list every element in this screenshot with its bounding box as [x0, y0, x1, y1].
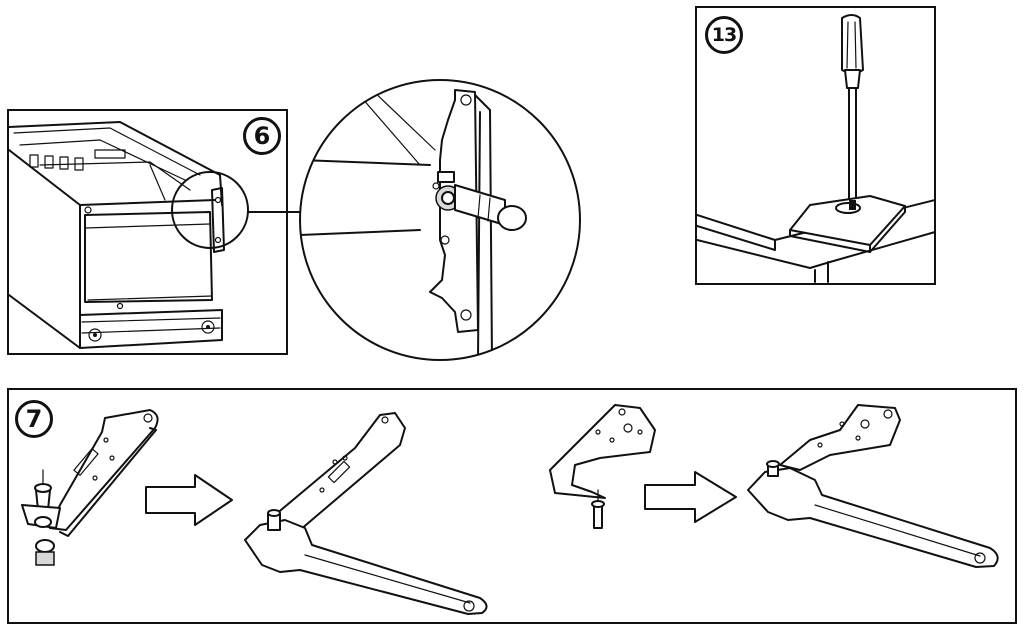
step-number-badge: 6: [243, 117, 281, 155]
bracket-swap-illustration: [21, 404, 999, 615]
drawer-cabinet-illustration: [9, 121, 303, 349]
hinge-cover-screwdriver-illustration: [697, 14, 934, 283]
step-number-badge: 7: [15, 400, 53, 438]
step-number-badge: 13: [705, 16, 743, 54]
zoomed-bracket-detail: [299, 79, 581, 361]
